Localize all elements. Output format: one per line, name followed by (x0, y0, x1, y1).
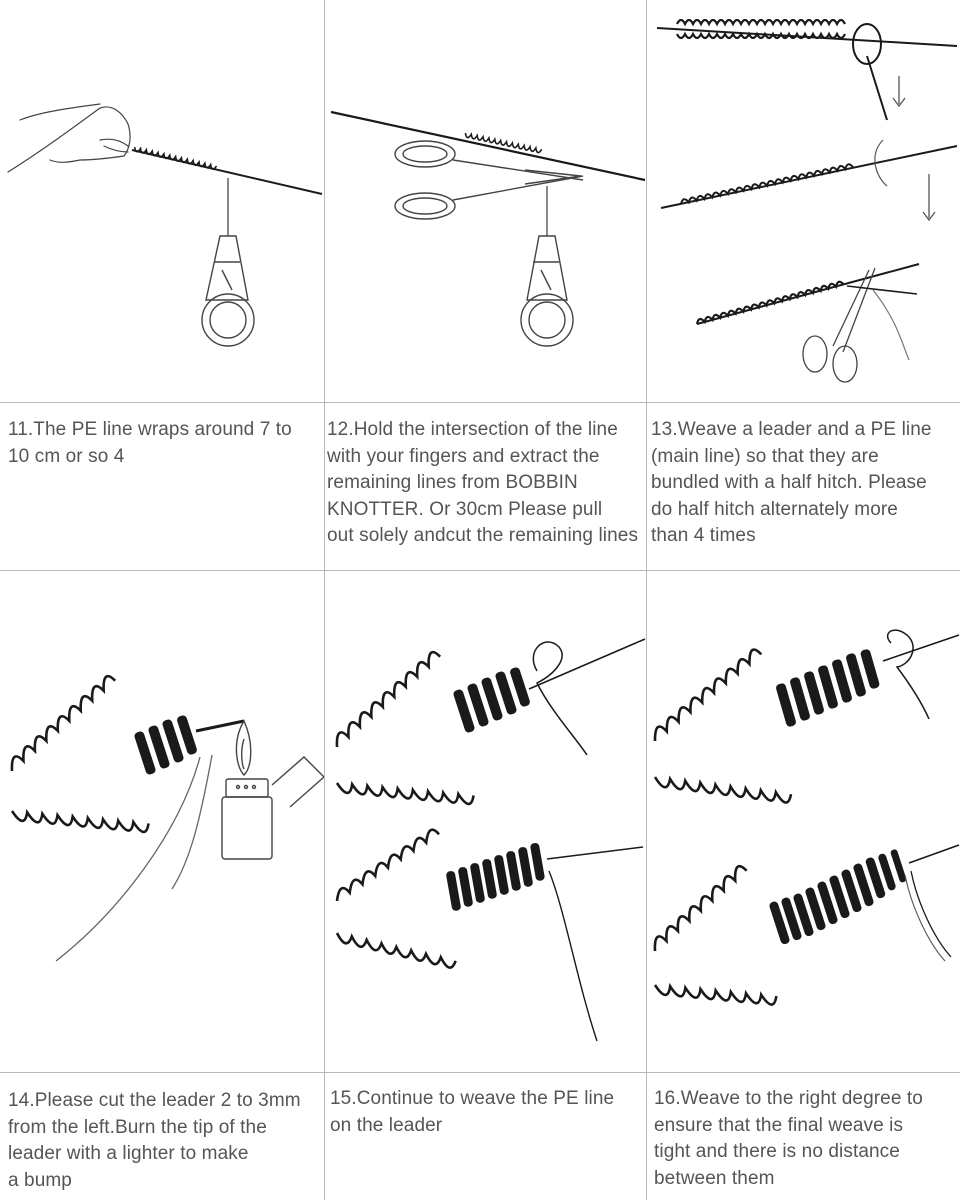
scissors-cutting-line-icon (330, 110, 646, 347)
step-12-caption: 12.Hold the intersection of the line wit… (327, 417, 645, 550)
caption-line: KNOTTER. Or 30cm Please pull (327, 498, 603, 520)
hand-holding-line-bobbin-knotter-icon (7, 103, 323, 347)
column-divider (646, 0, 647, 1200)
step-11-illustration (0, 0, 324, 402)
caption-line: 12.Hold the intersection of the line (327, 419, 618, 440)
step-16-caption: 16.Weave to the right degree to ensure t… (654, 1086, 958, 1192)
weaving-pe-line-icon (335, 638, 646, 1042)
caption-line: do half hitch alternately more (651, 498, 898, 520)
caption-line: on the leader (330, 1114, 443, 1136)
caption-line: bundled with a half hitch. Please (651, 472, 927, 493)
step-14-caption: 14.Please cut the leader 2 to 3mm from t… (8, 1088, 322, 1194)
row-divider (0, 1072, 960, 1073)
caption-line: 11.The PE line wraps around 7 to (8, 419, 292, 440)
row-divider (0, 402, 960, 403)
step-12-illustration (325, 0, 646, 402)
caption-line: from the left.Burn the tip of the (8, 1116, 267, 1138)
caption-line: leader with a lighter to make (8, 1143, 249, 1164)
lighter-burning-leader-icon (10, 674, 324, 962)
caption-line: 14.Please cut the leader 2 to 3mm (8, 1090, 301, 1111)
step-13-caption: 13.Weave a leader and a PE line (main li… (651, 417, 959, 550)
caption-line: tight and there is no distance (654, 1141, 900, 1162)
step-16-illustration (647, 571, 960, 1072)
caption-line: (main line) so that they are (651, 445, 879, 467)
caption-line: 10 cm or so 4 (8, 445, 125, 467)
column-divider (324, 0, 325, 1200)
row-divider (0, 570, 960, 571)
step-11-caption: 11.The PE line wraps around 7 to 10 cm o… (8, 417, 322, 470)
caption-line: 15.Continue to weave the PE line (330, 1088, 615, 1109)
step-15-caption: 15.Continue to weave the PE line on the … (330, 1086, 644, 1139)
step-14-illustration (0, 571, 324, 1072)
caption-line: ensure that the final weave is (654, 1114, 904, 1136)
caption-line: 16.Weave to the right degree to (654, 1088, 923, 1109)
half-hitch-steps-icon (656, 18, 958, 383)
caption-line: out solely andcut the remaining lines (327, 525, 639, 546)
step-15-illustration (325, 571, 646, 1072)
caption-line: a bump (8, 1169, 72, 1191)
caption-line: than 4 times (651, 525, 756, 546)
final-tight-weave-icon (653, 629, 960, 1006)
caption-line: between them (654, 1167, 775, 1189)
caption-line: with your fingers and extract the (327, 445, 600, 467)
caption-line: remaining lines from BOBBIN (327, 472, 578, 493)
step-13-illustration (647, 0, 960, 402)
caption-line: 13.Weave a leader and a PE line (651, 419, 932, 440)
